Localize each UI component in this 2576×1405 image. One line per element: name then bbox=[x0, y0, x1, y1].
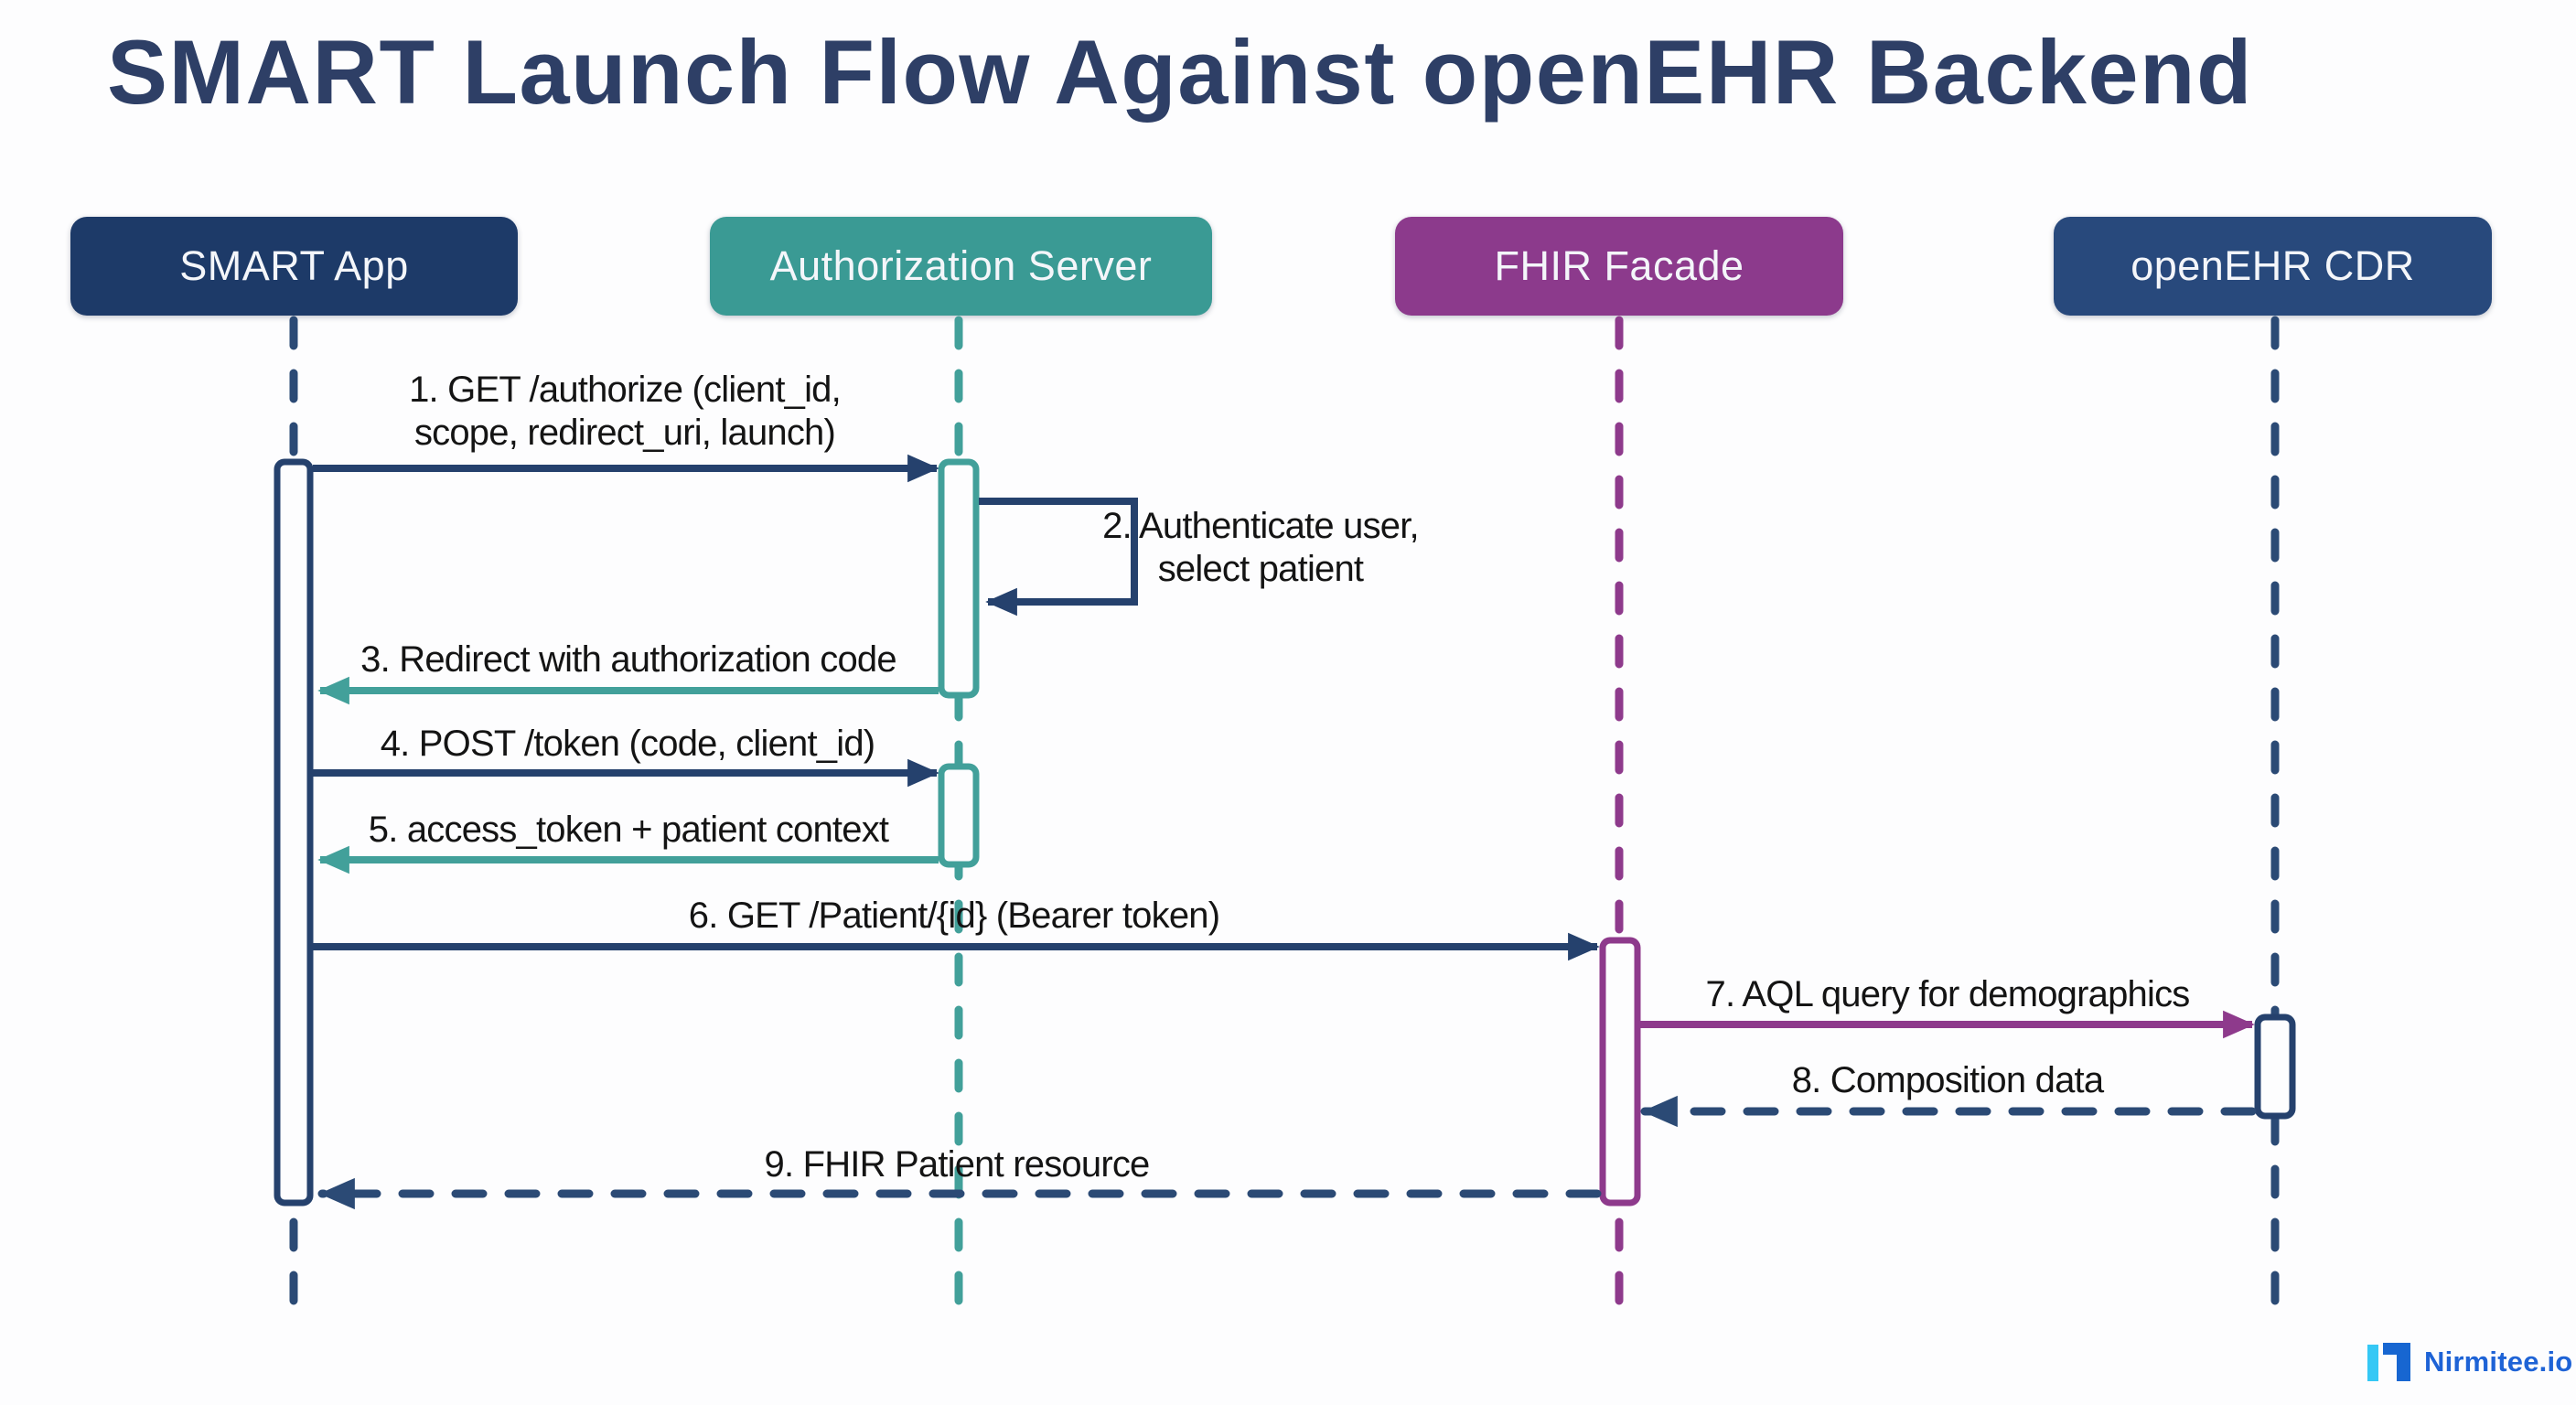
message-label-9: 9. FHIR Patient resource bbox=[764, 1144, 1151, 1185]
participant-openehr-cdr: openEHR CDR bbox=[2054, 217, 2492, 316]
nirmitee-logo-icon bbox=[2367, 1343, 2410, 1381]
participant-smart-app-label: SMART App bbox=[179, 242, 409, 289]
activation-fhir-facade bbox=[1599, 937, 1641, 1207]
participant-smart-app: SMART App bbox=[70, 217, 518, 316]
message-label-7: 7. AQL query for demographics bbox=[1705, 974, 2191, 1014]
arrow-2-self-loop-authenticate bbox=[979, 498, 1138, 617]
participant-authorization-server-label: Authorization Server bbox=[769, 242, 1153, 289]
participant-fhir-facade: FHIR Facade bbox=[1395, 217, 1843, 316]
page-title: SMART Launch Flow Against openEHR Backen… bbox=[107, 21, 2253, 123]
message-label-1: 1. GET /authorize (client_id, scope, red… bbox=[409, 370, 842, 454]
participant-authorization-server: Authorization Server bbox=[710, 217, 1212, 316]
participant-openehr-cdr-label: openEHR CDR bbox=[2131, 242, 2415, 289]
message-label-4: 4. POST /token (code, client_id) bbox=[380, 724, 875, 764]
activation-openehr-cdr bbox=[2254, 1014, 2296, 1120]
message-label-5: 5. access_token + patient context bbox=[368, 810, 889, 850]
participant-fhir-facade-label: FHIR Facade bbox=[1494, 242, 1744, 289]
message-label-3: 3. Redirect with authorization code bbox=[360, 639, 896, 680]
message-label-6: 6. GET /Patient/{id} (Bearer token) bbox=[688, 896, 1220, 936]
message-label-2: 2. Authenticate user, select patient bbox=[1102, 506, 1419, 590]
activation-smart-app bbox=[274, 458, 314, 1207]
message-label-8: 8. Composition data bbox=[1791, 1060, 2104, 1100]
activation-auth-server-1 bbox=[938, 458, 980, 699]
activation-auth-server-2 bbox=[938, 763, 980, 868]
brand-logo: Nirmitee.io bbox=[2367, 1343, 2572, 1381]
brand-logo-text: Nirmitee.io bbox=[2424, 1346, 2573, 1378]
